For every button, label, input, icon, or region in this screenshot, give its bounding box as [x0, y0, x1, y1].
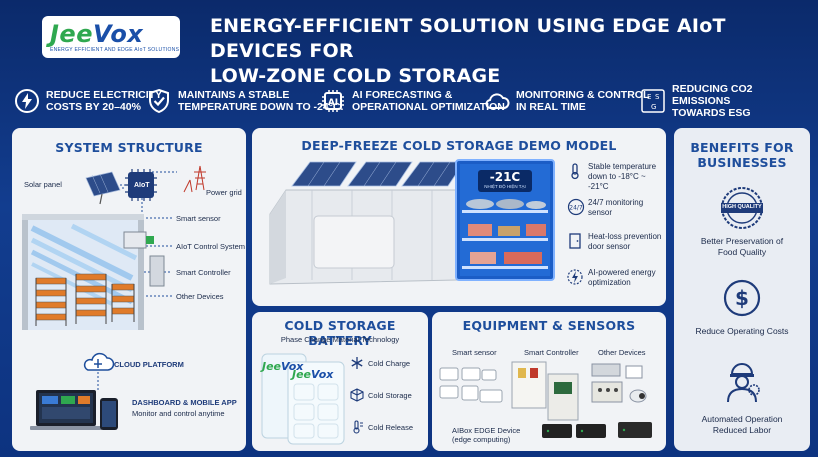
- other-devices-illustration: [591, 363, 647, 403]
- clock-24-7-icon: 24/7: [567, 198, 585, 216]
- smart-controller-cabinets: [511, 361, 579, 421]
- temperature-value: -21C: [489, 170, 521, 184]
- roof-solar-panels: [291, 161, 465, 187]
- svg-text:24/7: 24/7: [569, 205, 583, 212]
- power-grid-label: Power grid: [206, 188, 242, 197]
- cold-room-illustration: [22, 214, 165, 330]
- equipment-smart-controller: Smart Controller: [524, 348, 579, 357]
- dollar-icon: $: [723, 279, 761, 317]
- ai-energy-icon: [567, 269, 583, 285]
- equipment-other-devices: Other Devices: [598, 348, 646, 357]
- aibox-edge-devices: [542, 422, 652, 438]
- logo-wordmark: JeeVox: [50, 19, 144, 48]
- battery-title: COLD STORAGE BATTERY: [284, 318, 396, 348]
- esg-icon: E S G: [641, 89, 665, 113]
- thermometer-icon: [571, 163, 579, 180]
- svg-text:$: $: [735, 286, 749, 310]
- cloud-icon: [485, 93, 510, 109]
- smart-sensor-devices: [439, 367, 503, 403]
- solar-panel-label: Solar panel: [24, 180, 62, 189]
- frozen-food-shelves: [462, 199, 548, 269]
- door-icon: [569, 233, 581, 249]
- dashboard-title: DASHBOARD & MOBILE APP: [132, 398, 237, 407]
- battery-logo-back: JeeVox: [262, 360, 304, 373]
- svg-text:AI: AI: [328, 98, 338, 108]
- solar-panel-icon: [85, 171, 121, 205]
- high-quality-badge-text: HIGH QUALITY: [722, 204, 762, 210]
- system-structure-title: SYSTEM STRUCTURE: [55, 140, 203, 155]
- cube-icon: [350, 388, 364, 402]
- smart-controller-label: Smart Controller: [176, 268, 231, 277]
- feature-ai: AI AI FORECASTING &OPERATIONAL OPTIMIZAT…: [320, 82, 505, 120]
- other-devices-label: Other Devices: [176, 292, 224, 301]
- logo-tagline: ENERGY EFFICIENT AND EDGE AIoT SOLUTIONS: [50, 46, 180, 53]
- worker-icon: [727, 363, 760, 403]
- svg-text:S: S: [655, 93, 660, 101]
- battery-logo-front: JeeVox: [292, 368, 334, 381]
- high-quality-badge-icon: [721, 187, 763, 229]
- page-title-line2: LOW-ZONE COLD STORAGE: [210, 65, 501, 87]
- benefit-reduce-costs: Reduce Operating Costs: [695, 326, 789, 336]
- temperature-caption: NHIỆT ĐỘ HIỆN TẠI: [484, 184, 526, 189]
- page-title-line1: ENERGY-EFFICIENT SOLUTION USING EDGE AIo…: [210, 15, 726, 62]
- battery-cold-storage: Cold Storage: [368, 391, 412, 400]
- svg-text:G: G: [651, 103, 656, 111]
- battery-panel: COLD STORAGE BATTERY Phase Change Materi…: [252, 312, 428, 451]
- snowflake-icon: [351, 357, 363, 369]
- smart-sensor-label: Smart sensor: [176, 214, 221, 223]
- equipment-smart-sensor: Smart sensor: [452, 348, 497, 357]
- header: JeeVox ENERGY EFFICIENT AND EDGE AIoT SO…: [0, 0, 818, 87]
- svg-text:E: E: [647, 93, 651, 101]
- power-grid-icon: [183, 165, 206, 193]
- shield-check-icon: [149, 88, 169, 114]
- battery-pack-illustration: [261, 353, 345, 445]
- demo-model-title: DEEP-FREEZE COLD STORAGE DEMO MODEL: [301, 138, 617, 153]
- brand-logo[interactable]: JeeVox ENERGY EFFICIENT AND EDGE AIoT SO…: [42, 16, 180, 58]
- demo-model-panel: DEEP-FREEZE COLD STORAGE DEMO MODEL: [252, 128, 666, 306]
- aiot-chip-icon: [125, 169, 157, 201]
- battery-cold-charge: Cold Charge: [368, 359, 411, 368]
- dashboard-device-icon: [30, 390, 118, 430]
- ai-chip-icon: AI: [322, 90, 344, 112]
- equipment-panel: EQUIPMENT & SENSORS Smart sensor Smart C…: [432, 312, 666, 451]
- edge-device-label: AIBox EDGE Device(edge computing): [452, 426, 521, 444]
- page-title: ENERGY-EFFICIENT SOLUTION USING EDGE AIo…: [210, 14, 800, 89]
- equipment-illustration: [439, 361, 652, 438]
- temperature-display: -21C NHIỆT ĐỘ HIỆN TẠI: [478, 170, 532, 192]
- thermo-release-icon: [353, 420, 363, 434]
- lightning-icon: [15, 89, 39, 113]
- battery-subtitle: Phase Change Material Technology: [280, 335, 400, 344]
- equipment-title: EQUIPMENT & SENSORS: [462, 318, 636, 333]
- system-diagram: [22, 165, 206, 430]
- cloud-platform-icon: [83, 352, 115, 390]
- battery-cold-release: Cold Release: [368, 423, 414, 432]
- cloud-platform-label: CLOUD PLATFORM: [114, 360, 184, 369]
- dashboard-subtitle: Monitor and control anytime: [132, 409, 225, 418]
- control-system-label: AIoT Control System: [176, 242, 246, 251]
- system-structure-panel: SYSTEM STRUCTURE: [12, 128, 246, 451]
- aiot-chip-label: AIoT: [134, 182, 150, 189]
